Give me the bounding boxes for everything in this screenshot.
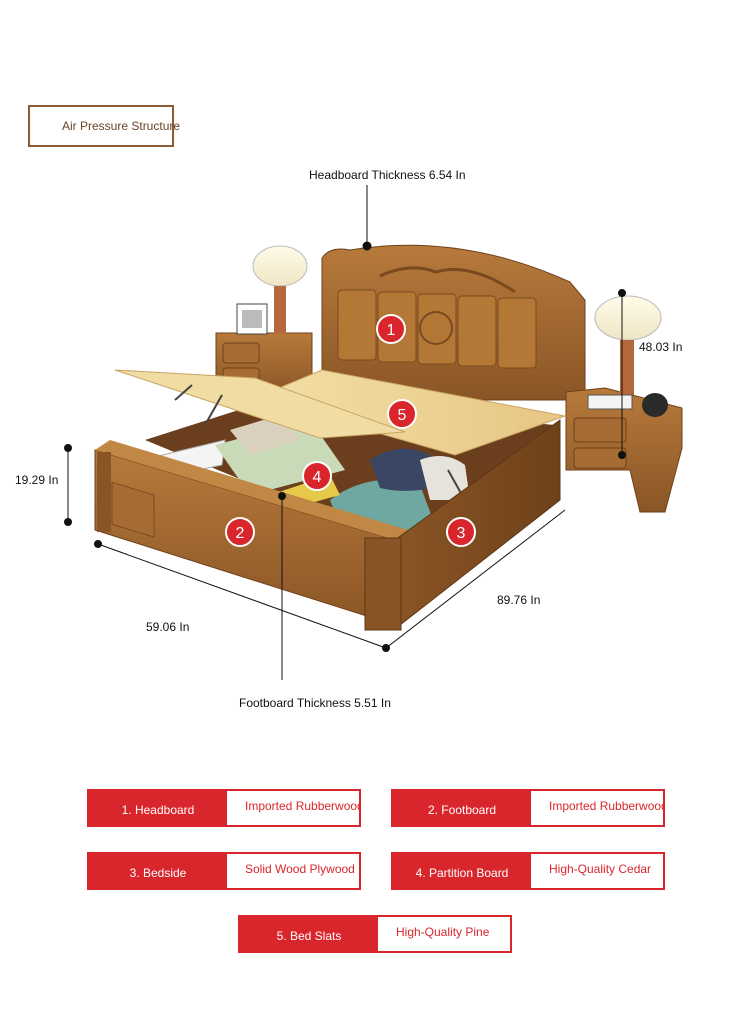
marker-1-label: 1 [387,322,396,339]
width-label: 59.06 In [146,620,190,634]
dimension-lines [64,185,626,680]
spec-key: 1. Headboard [89,791,227,825]
spec-value: High-Quality Pine [396,925,490,939]
marker-2: 2 [225,517,255,547]
spec-key: 2. Footboard [393,791,531,825]
length-label: 89.76 In [497,593,541,607]
air-pressure-structure-tag: Air Pressure Structure [28,105,180,147]
spec-headboard: 1. Headboard Imported Rubberwood [87,789,361,827]
nightstand-height-label: 48.03 In [639,340,683,354]
spec-value: High-Quality Cedar [549,862,652,876]
marker-5-label: 5 [398,407,407,424]
marker-3-label: 3 [457,525,466,542]
footboard-thickness-label: Footboard Thickness 5.51 In [239,696,391,710]
right-nightstand [565,295,683,513]
spec-key: 4. Partition Board [393,854,531,888]
spec-value: Imported Rubberwood [549,799,663,813]
spec-value: Imported Rubberwood [245,799,359,813]
marker-2-label: 2 [236,525,245,542]
marker-3: 3 [446,517,476,547]
marker-5: 5 [387,399,417,429]
headboard-thickness-label: Headboard Thickness 6.54 In [309,168,466,182]
bed-height-label: 19.29 In [15,473,59,487]
spec-key: 3. Bedside [89,854,227,888]
spec-value: Solid Wood Plywood [245,862,355,876]
headboard [321,244,586,401]
spec-footboard: 2. Footboard Imported Rubberwood [391,789,665,827]
left-nightstand [215,245,313,396]
marker-1: 1 [376,314,406,344]
spec-bedside: 3. Bedside Solid Wood Plywood [87,852,361,890]
bed-illustration: 1 2 3 4 5 [64,185,683,680]
marker-4-label: 4 [313,469,322,486]
spec-partition-board: 4. Partition Board High-Quality Cedar [391,852,665,890]
spec-bed-slats: 5. Bed Slats High-Quality Pine [238,915,512,953]
tag-label: Air Pressure Structure [62,119,181,133]
marker-4: 4 [302,461,332,491]
spec-key: 5. Bed Slats [240,917,378,951]
